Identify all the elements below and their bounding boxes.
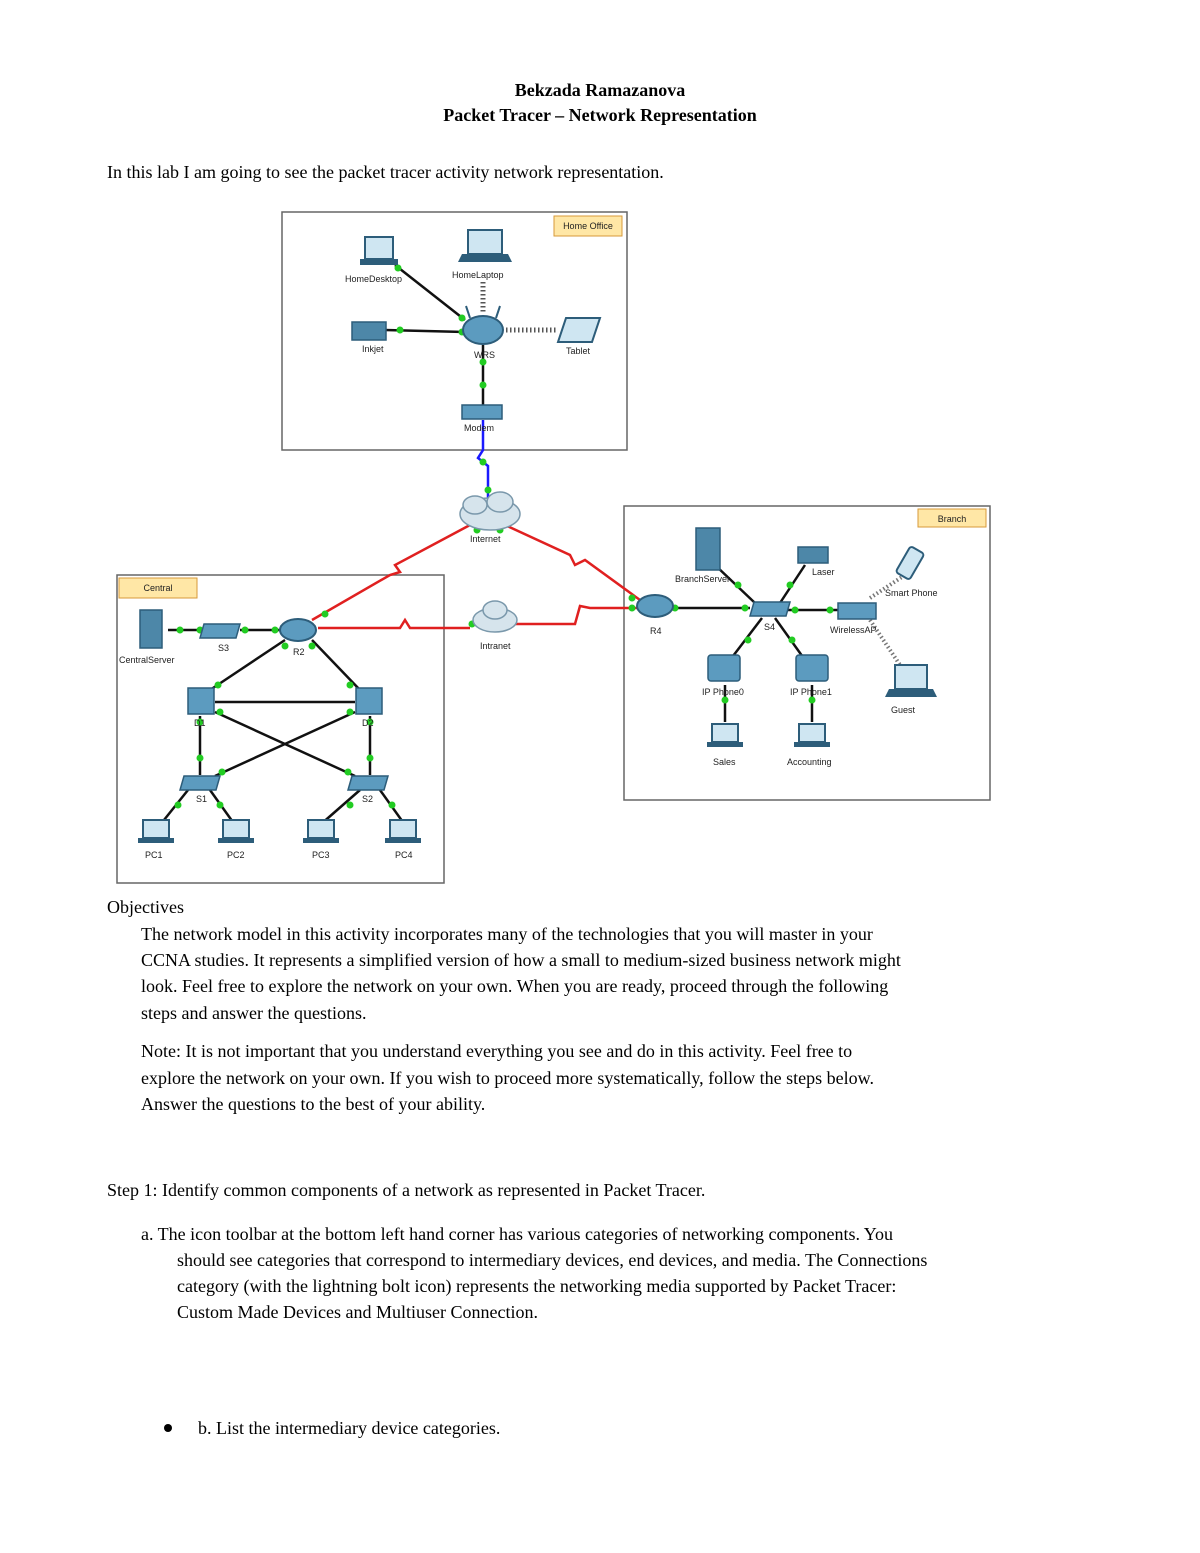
label-d2: D2 xyxy=(362,718,374,728)
note-line-2: explore the network on your own. If you … xyxy=(141,1068,874,1088)
laser-printer-icon xyxy=(797,546,829,564)
label-s1: S1 xyxy=(196,794,207,804)
label-smart-phone: Smart Phone xyxy=(885,588,938,598)
label-ip-phone0: IP Phone0 xyxy=(702,687,744,697)
internet-cloud-icon xyxy=(459,491,521,531)
note-line-3: Answer the questions to the best of your… xyxy=(141,1094,486,1114)
router-r4-icon xyxy=(636,594,674,618)
home-laptop-icon xyxy=(458,229,512,262)
router-r2-icon xyxy=(279,618,317,642)
label-wireless-ap: WirelessAP xyxy=(830,625,877,635)
switch-s2-icon xyxy=(347,775,389,791)
branch-label: Branch xyxy=(917,508,987,528)
branch-server-icon xyxy=(695,527,721,571)
wan-link-internet-r4 xyxy=(504,523,641,602)
list-bullet xyxy=(164,1424,172,1432)
tablet-icon xyxy=(556,317,602,343)
label-accounting: Accounting xyxy=(787,757,832,767)
wan-link-intranet-r4 xyxy=(515,604,640,626)
cable-link-modem xyxy=(476,420,490,500)
svg-text:Home Office: Home Office xyxy=(563,221,613,231)
central-server-icon xyxy=(139,609,163,649)
guest-laptop-icon xyxy=(885,664,937,697)
sales-pc-icon xyxy=(707,723,743,747)
label-home-desktop: HomeDesktop xyxy=(345,274,402,284)
port-indicators xyxy=(174,264,834,809)
note-line-1: Note: It is not important that you under… xyxy=(141,1041,853,1061)
label-home-laptop: HomeLaptop xyxy=(452,270,504,280)
label-s4: S4 xyxy=(764,622,775,632)
wan-link-r2-internet xyxy=(311,523,471,622)
step1-heading: Step 1: Identify common components of a … xyxy=(107,1180,706,1200)
label-pc2: PC2 xyxy=(227,850,245,860)
pc2-icon xyxy=(218,819,254,843)
printer-icon xyxy=(351,321,387,341)
home-office-label: Home Office xyxy=(553,215,623,237)
step1-a-line-2: should see categories that correspond to… xyxy=(177,1250,928,1270)
switch-s3-icon xyxy=(199,623,241,639)
pc4-icon xyxy=(385,819,421,843)
intranet-cloud-icon xyxy=(472,600,518,633)
multilayer-switch-d2-icon xyxy=(355,687,383,715)
wireless-link-guest xyxy=(868,618,902,667)
label-wrs: WRS xyxy=(474,350,495,360)
intro-text: In this lab I am going to see the packet… xyxy=(107,162,664,182)
wireless-link-phone xyxy=(868,573,907,600)
accounting-pc-icon xyxy=(794,723,830,747)
label-tablet: Tablet xyxy=(566,346,591,356)
step1-a-line-3: category (with the lightning bolt icon) … xyxy=(177,1276,897,1296)
objectives-heading: Objectives xyxy=(107,897,184,917)
label-pc3: PC3 xyxy=(312,850,330,860)
label-r4: R4 xyxy=(650,626,662,636)
home-desktop-icon xyxy=(360,236,398,265)
label-inkjet: Inkjet xyxy=(362,344,384,354)
objectives-line-3: look. Feel free to explore the network o… xyxy=(141,976,889,996)
objectives-line-4: steps and answer the questions. xyxy=(141,1003,367,1023)
svg-text:Central: Central xyxy=(143,583,172,593)
pc1-icon xyxy=(138,819,174,843)
wan-link-r2-intranet xyxy=(318,617,470,630)
label-s2: S2 xyxy=(362,794,373,804)
pc3-icon xyxy=(303,819,339,843)
label-guest: Guest xyxy=(891,705,916,715)
label-pc4: PC4 xyxy=(395,850,413,860)
label-branch-server: BranchServer xyxy=(675,574,730,584)
label-pc1: PC1 xyxy=(145,850,163,860)
step1-a-line-1: a. The icon toolbar at the bottom left h… xyxy=(141,1224,893,1244)
label-central-server: CentralServer xyxy=(119,655,175,665)
ip-phone0-icon xyxy=(707,654,741,682)
step1-a-line-4: Custom Made Devices and Multiuser Connec… xyxy=(177,1302,538,1322)
objectives-line-1: The network model in this activity incor… xyxy=(141,924,873,944)
ip-phone1-icon xyxy=(795,654,829,682)
label-modem: Modem xyxy=(464,423,494,433)
label-internet: Internet xyxy=(470,534,501,544)
label-s3: S3 xyxy=(218,643,229,653)
label-intranet: Intranet xyxy=(480,641,511,651)
objectives-line-2: CCNA studies. It represents a simplified… xyxy=(141,950,901,970)
switch-s1-icon xyxy=(179,775,221,791)
wireless-router-icon xyxy=(462,305,504,345)
smart-phone-icon xyxy=(895,546,925,580)
modem-icon xyxy=(461,404,503,420)
svg-text:Branch: Branch xyxy=(938,514,967,524)
label-r2: R2 xyxy=(293,647,305,657)
wireless-ap-icon xyxy=(837,602,877,620)
step1-b: b. List the intermediary device categori… xyxy=(198,1418,501,1438)
branch-area xyxy=(623,505,991,801)
label-sales: Sales xyxy=(713,757,736,767)
central-label: Central xyxy=(118,577,198,599)
multilayer-switch-d1-icon xyxy=(187,687,215,715)
label-laser: Laser xyxy=(812,567,835,577)
label-d1: D1 xyxy=(194,718,206,728)
switch-s4-icon xyxy=(749,601,791,617)
label-ip-phone1: IP Phone1 xyxy=(790,687,832,697)
network-diagram: Home Office Branch Central xyxy=(116,211,991,884)
author-name: Bekzada Ramazanova xyxy=(514,80,686,100)
page-title: Packet Tracer – Network Representation xyxy=(443,105,757,125)
